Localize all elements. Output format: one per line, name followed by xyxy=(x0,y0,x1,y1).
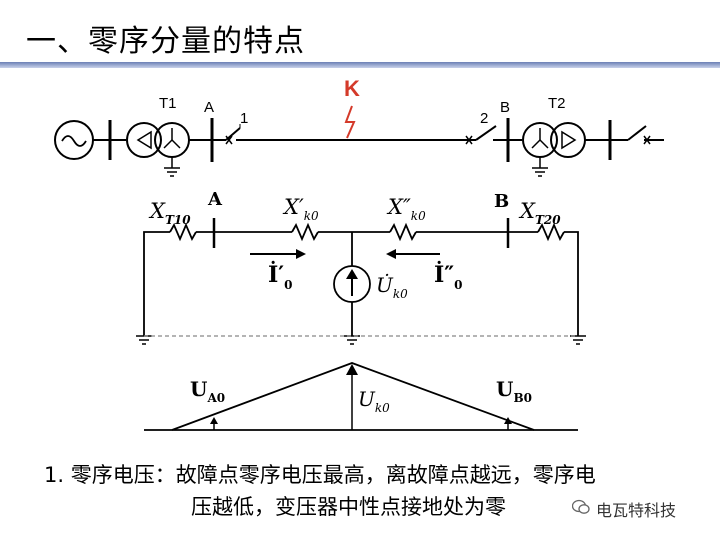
i0pp-label: İ″0 xyxy=(434,260,462,292)
xt10-label: XT10 xyxy=(148,199,191,227)
xk0p-impedance xyxy=(291,222,319,242)
xt10-impedance xyxy=(169,222,197,242)
i0p-label: İ′0 xyxy=(268,260,292,292)
page-title: 一、零序分量的特点 xyxy=(26,24,305,59)
explanation-text: 1. 零序电压：故障点零序电压最高，离故障点越远，零序电 压越低，变压器中性点接… xyxy=(44,459,596,523)
uk0-source-label: U̇k0 xyxy=(376,273,408,301)
node-b-label: B xyxy=(494,191,509,212)
bus-b-label: B xyxy=(500,99,510,116)
node-a-label: A xyxy=(207,189,223,210)
t1-label: T1 xyxy=(159,95,177,112)
fault-lightning-icon xyxy=(344,105,356,139)
xk0pp-label: X″k0 xyxy=(386,195,426,223)
title-bar xyxy=(0,62,720,68)
zero-sequence-voltage-profile xyxy=(171,362,535,431)
fault-label: K xyxy=(344,76,360,101)
generator-wave xyxy=(61,135,87,147)
breaker-2 xyxy=(475,125,497,141)
t2-label: T2 xyxy=(548,95,566,112)
wechat-icon xyxy=(572,499,590,514)
xk0pp-impedance xyxy=(389,222,417,242)
xt20-impedance xyxy=(537,222,565,242)
t1-winding-delta xyxy=(126,122,162,158)
ub0-label: UB0 xyxy=(496,377,532,405)
ua0-label: UA0 xyxy=(190,377,225,405)
watermark: 电瓦特科技 xyxy=(596,501,677,520)
node-2-label: 2 xyxy=(480,110,488,127)
node-1-label: 1 xyxy=(240,110,248,127)
xt20-label: XT20 xyxy=(518,199,561,227)
xk0p-label: X′k0 xyxy=(282,195,319,223)
bus-a-label: A xyxy=(204,99,214,116)
explanation-line-1: 1. 零序电压：故障点零序电压最高，离故障点越远，零序电 xyxy=(44,463,596,487)
uk0-profile-label: Uk0 xyxy=(358,387,390,415)
explanation-line-2: 压越低，变压器中性点接地处为零 xyxy=(191,495,506,519)
